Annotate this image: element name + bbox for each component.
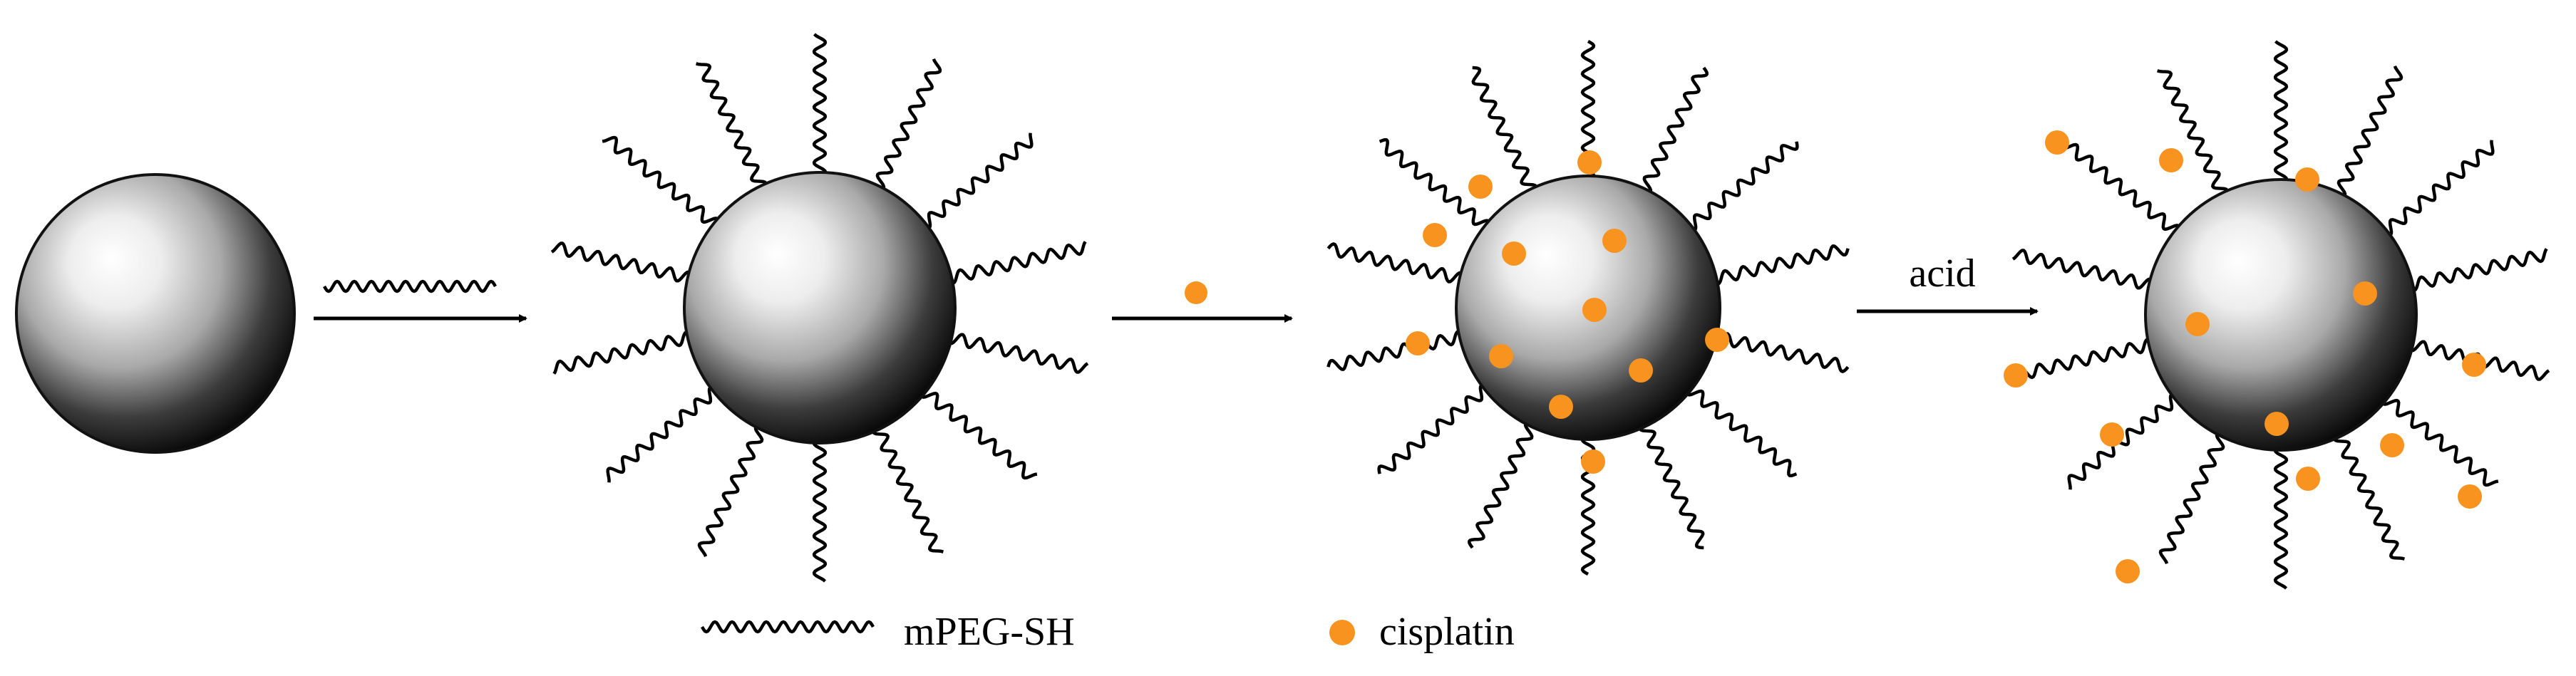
peg-chain [2273, 444, 2289, 590]
peg-chain [552, 331, 694, 375]
step-arrow-acid: acid [1857, 251, 2039, 316]
cisplatin-dot [1406, 331, 1430, 355]
stage-cisplatin-loaded-nanoparticle [1326, 40, 1850, 576]
peg-chain [2273, 40, 2289, 185]
peg-chain [2407, 248, 2548, 292]
peg-chain [1711, 244, 1850, 286]
reagent-peg-chain [323, 279, 497, 293]
legend-peg-label: mPEG-SH [904, 610, 1075, 654]
released-cisplatin-dot [2004, 363, 2028, 388]
cisplatin-dot [1582, 298, 1607, 322]
peg-chain [2333, 432, 2405, 561]
released-cisplatin-dot [2100, 422, 2124, 447]
cisplatin-dot [1502, 241, 1526, 266]
peg-chain [1326, 330, 1465, 371]
peg-chain [2381, 396, 2499, 487]
cisplatin-dot [1577, 150, 1602, 175]
peg-chain [1377, 383, 1489, 474]
cisplatin-dot [1468, 175, 1493, 199]
cisplatin-dot [2296, 467, 2320, 491]
peg-chain [323, 279, 497, 293]
cisplatin-dot [2295, 167, 2319, 192]
cisplatin-dot [2265, 412, 2289, 436]
peg-chain [946, 241, 1087, 285]
cisplatin-dot [2353, 281, 2377, 306]
peg-chain [1638, 421, 1705, 550]
legend-peg-chain-icon [701, 620, 875, 634]
peg-chain [1467, 421, 1534, 549]
peg-chain [2063, 142, 2181, 234]
peg-chain [1685, 387, 1798, 478]
legend-cisplatin-icon [1329, 620, 1355, 645]
peg-chain [550, 241, 694, 283]
cisplatin-dot [1549, 395, 1573, 419]
legend: mPEG-SH cisplatin [701, 610, 1515, 654]
stage-acid-released-nanoparticle [2004, 40, 2550, 590]
peg-chain [606, 385, 718, 483]
peg-chain [1471, 66, 1538, 194]
released-cisplatin-dot [2045, 130, 2069, 155]
released-cisplatin-dot [2462, 353, 2486, 377]
peg-chain [2383, 140, 2495, 237]
peg-chain [922, 132, 1034, 230]
peg-chain [875, 58, 942, 192]
peg-chain [2011, 249, 2155, 290]
peg-chain [1711, 332, 1850, 373]
cisplatin-dot [2185, 312, 2210, 336]
released-cisplatin-dot [2159, 148, 2183, 172]
peg-chain [697, 424, 764, 558]
cisplatin-dot [1489, 344, 1513, 368]
legend-cisplatin-label: cisplatin [1379, 610, 1515, 654]
peg-chain [2157, 69, 2229, 198]
acid-label: acid [1909, 251, 1975, 296]
peg-chain [2067, 392, 2179, 490]
cisplatin-dot [1423, 223, 1447, 247]
peg-chain [946, 333, 1089, 374]
peg-chain [602, 135, 720, 227]
peg-chain [696, 62, 768, 191]
bare-nanoparticle [15, 173, 296, 454]
peg-chain [1642, 66, 1709, 194]
nanoparticle-core [683, 171, 957, 444]
peg-chain [2158, 431, 2225, 565]
stage-pegylated-nanoparticle [550, 33, 1089, 583]
step-arrow-loading [1112, 281, 1293, 323]
stage-bare-nanoparticle [15, 173, 296, 454]
peg-chain [1687, 141, 1799, 232]
peg-chain [1379, 137, 1491, 229]
peg-chain [2337, 65, 2404, 199]
peg-chain [872, 425, 944, 553]
peg-chain [812, 437, 828, 583]
nanoparticle-core [2144, 178, 2418, 452]
peg-chain [812, 33, 828, 178]
peg-chain [701, 620, 875, 634]
peg-chain [1326, 242, 1465, 284]
released-cisplatin-dot [2380, 433, 2404, 457]
released-cisplatin-dot [2116, 559, 2140, 583]
cisplatin-dot [1629, 358, 1653, 383]
cisplatin-dot [1602, 229, 1627, 253]
cisplatin-dot [1705, 328, 1729, 352]
peg-chain [919, 389, 1038, 480]
cisplatin-dot [1581, 449, 1605, 474]
released-cisplatin-dot [2458, 484, 2482, 509]
step-arrow-pegylation [314, 279, 527, 323]
reagent-cisplatin-dot [1185, 281, 1207, 304]
peg-chain [2014, 338, 2155, 382]
